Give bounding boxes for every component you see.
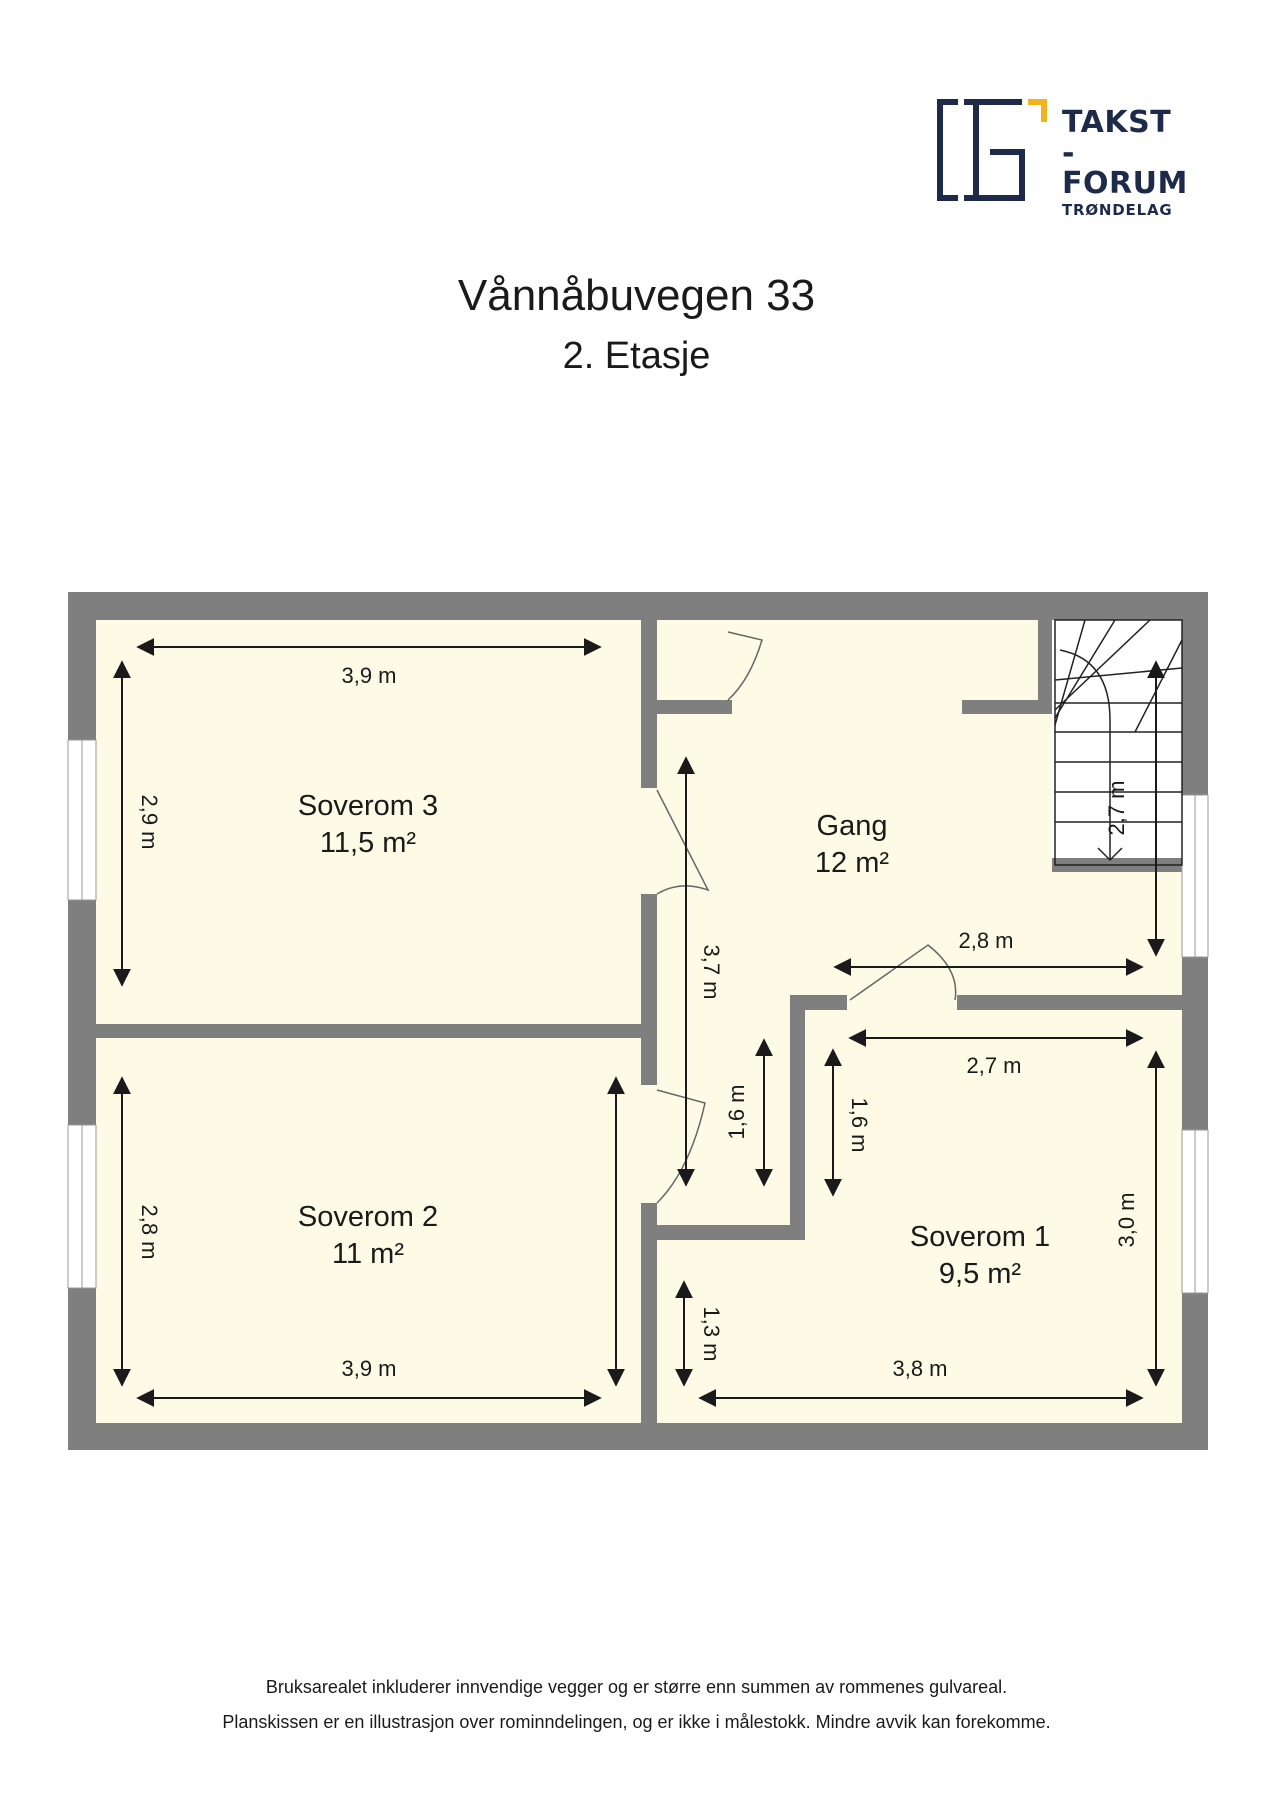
logo-text: TAKST - FORUM TRØNDELAG bbox=[1062, 105, 1188, 219]
gang-name: Gang bbox=[817, 810, 888, 842]
gang-floor bbox=[657, 620, 1182, 1225]
soverom1-name: Soverom 1 bbox=[910, 1221, 1050, 1253]
logo-mark-icon bbox=[937, 99, 1047, 201]
dim-s3-width: 3,9 m bbox=[341, 663, 396, 688]
dim-s1-height: 3,0 m bbox=[1114, 1192, 1139, 1247]
footer-note-2: Planskissen er en illustrasjon over romi… bbox=[222, 1712, 1051, 1732]
dim-s1-top-width: 2,7 m bbox=[966, 1053, 1021, 1078]
corridor-end-wall bbox=[657, 1225, 805, 1240]
dim-s2-height: 2,8 m bbox=[137, 1204, 162, 1259]
dim-s3-height: 2,9 m bbox=[137, 794, 162, 849]
logo-line-3: TRØNDELAG bbox=[1062, 200, 1173, 219]
closet-floor bbox=[657, 620, 718, 700]
logo-line-1: TAKST - bbox=[1062, 105, 1172, 171]
dim-s1-bottom-width: 3,8 m bbox=[892, 1356, 947, 1381]
corridor-side-wall bbox=[790, 995, 805, 1240]
dim-gang-height: 3,7 m bbox=[699, 944, 724, 999]
dim-s1-lower-height: 1,3 m bbox=[699, 1306, 724, 1361]
soverom3-floor bbox=[96, 620, 641, 1024]
soverom3-name: Soverom 3 bbox=[298, 790, 438, 822]
central-wall bbox=[641, 620, 657, 1423]
soverom2-name: Soverom 2 bbox=[298, 1201, 438, 1233]
s3-s2-wall bbox=[96, 1024, 641, 1038]
dim-s1-upper-height: 1,6 m bbox=[847, 1097, 872, 1152]
door-closet bbox=[727, 631, 763, 701]
gang-area: 12 m² bbox=[815, 847, 889, 879]
soverom2-area: 11 m² bbox=[332, 1238, 404, 1270]
page-title: Vånnåbuvegen 33 bbox=[457, 271, 816, 320]
closet-wall bbox=[657, 700, 732, 714]
dim-stair-height: 2,7 m bbox=[1104, 780, 1129, 835]
windows bbox=[67, 739, 1209, 1294]
footer-note-1: Bruksarealet inkluderer innvendige vegge… bbox=[265, 1677, 1008, 1697]
stair-wall bbox=[1038, 620, 1052, 710]
dim-s2-width: 3,9 m bbox=[341, 1356, 396, 1381]
soverom1-floor bbox=[657, 1010, 1182, 1423]
gang-stub-wall bbox=[962, 700, 1052, 714]
dim-corridor-height: 1,6 m bbox=[724, 1084, 749, 1139]
page-subtitle: 2. Etasje bbox=[562, 335, 711, 377]
soverom1-area: 9,5 m² bbox=[939, 1258, 1022, 1290]
soverom3-area: 11,5 m² bbox=[320, 827, 417, 859]
soverom2-floor bbox=[96, 1038, 641, 1423]
logo-line-2: FORUM bbox=[1062, 166, 1188, 202]
takstforum-logo: TAKST - FORUM TRØNDELAG bbox=[936, 98, 1187, 218]
dim-gang-width: 2,8 m bbox=[958, 928, 1013, 953]
